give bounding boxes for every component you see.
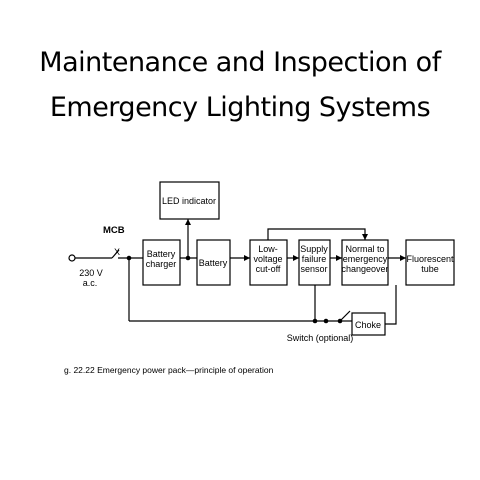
changeover-label-2: emergency (343, 254, 388, 264)
choke-label: Choke (355, 320, 381, 330)
supply-voltage-label: 230 V (79, 268, 103, 278)
mcb-x-label: X (114, 247, 120, 257)
junction-dot (312, 318, 318, 324)
sensor-label-1: Supply (300, 244, 328, 254)
slide-title-line-1: Maintenance and Inspection of (39, 47, 441, 78)
figure-caption: g. 22.22 Emergency power pack—principle … (64, 365, 274, 375)
tube-label-2: tube (421, 264, 439, 274)
led-indicator-label: LED indicator (162, 196, 216, 206)
sensor-label-2: failure (302, 254, 327, 264)
switch-lever (339, 310, 351, 322)
tube-label-1: Fluorescent (406, 254, 454, 264)
battery-charger-label-2: charger (146, 259, 177, 269)
battery-charger-label-1: Battery (147, 249, 176, 259)
supply-failure-sensor-box (298, 239, 331, 286)
battery-charger-box (142, 239, 181, 286)
supply-type-label: a.c. (83, 278, 98, 288)
cutoff-label-3: cut-off (256, 264, 281, 274)
switch-contact (323, 318, 329, 324)
arrow-head (185, 219, 191, 225)
changeover-box (341, 239, 389, 286)
top-feedback-line (267, 228, 366, 240)
cutoff-label-2: voltage (253, 254, 282, 264)
changeover-label-1: Normal to (345, 244, 384, 254)
fluorescent-tube-box (405, 239, 455, 286)
supply-terminal (68, 254, 76, 262)
arrow-head (336, 255, 342, 261)
changeover-label-3: changeover (341, 264, 388, 274)
arrow-head (293, 255, 299, 261)
arrow-head (362, 234, 368, 240)
mcb-contact (111, 249, 120, 259)
battery-box (196, 239, 231, 286)
arrow-head (244, 255, 250, 261)
cutoff-label-1: Low- (258, 244, 278, 254)
choke-to-changeover-line (385, 285, 397, 325)
led-indicator-box (159, 181, 220, 220)
mcb-label: MCB (103, 225, 125, 236)
switch-contact (337, 318, 343, 324)
switch-label: Switch (optional) (287, 333, 354, 343)
slide-title-line-2: Emergency Lighting Systems (49, 92, 431, 123)
battery-label: Battery (199, 258, 228, 268)
sensor-label-3: sensor (300, 264, 327, 274)
arrow-head (400, 255, 406, 261)
